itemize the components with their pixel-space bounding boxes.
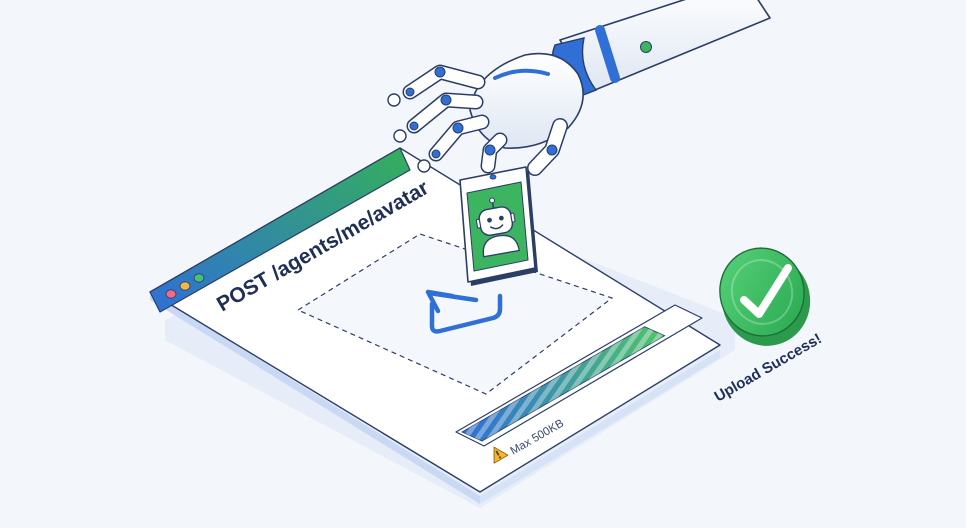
upload-arrow-icon	[425, 289, 503, 334]
window-controls	[165, 273, 205, 299]
upload-progress-bar	[455, 304, 703, 447]
window-titlebar	[149, 147, 411, 313]
upload-progress-stripes	[462, 326, 665, 441]
avatar-card[interactable]	[459, 166, 538, 286]
robot-face-icon	[475, 197, 520, 258]
minimize-control[interactable]	[179, 281, 191, 291]
drop-zone[interactable]	[296, 233, 614, 395]
robot-arm	[387, 0, 771, 176]
checkmark-icon	[740, 264, 792, 318]
warning-icon	[493, 446, 509, 464]
maximize-control[interactable]	[193, 273, 205, 283]
success-badge	[719, 247, 811, 346]
close-control[interactable]	[165, 289, 177, 299]
